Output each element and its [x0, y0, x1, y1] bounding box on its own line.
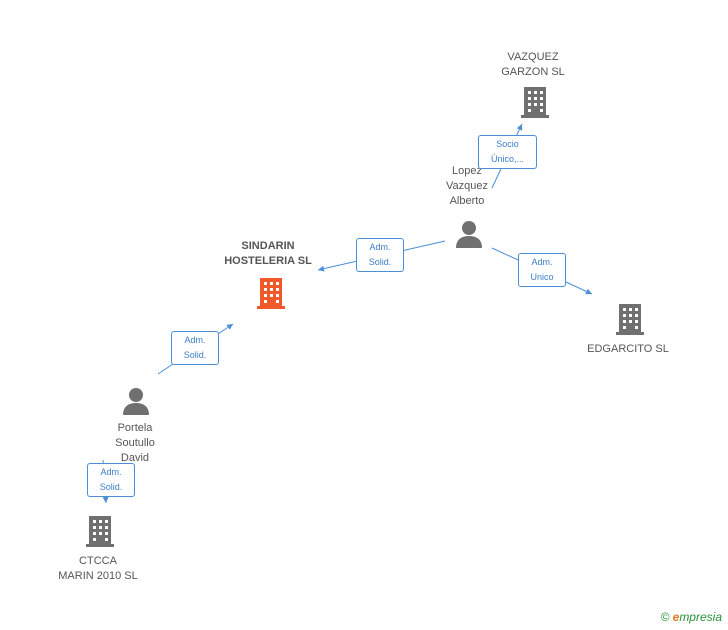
copyright-symbol: © [660, 610, 670, 624]
relation-label-lopez-edgarcito[interactable]: Adm. Unico [518, 253, 566, 287]
node-label-vazquez[interactable]: VAZQUEZ GARZON SL [501, 51, 565, 78]
node-label-portela[interactable]: Portela Soutullo David [115, 422, 155, 464]
node-label-edgarcito[interactable]: EDGARCITO SL [587, 343, 669, 355]
brand-initial: e [672, 610, 680, 624]
company-building-icon[interactable] [614, 302, 646, 336]
company-building-icon[interactable] [519, 85, 551, 119]
person-icon[interactable] [454, 219, 484, 249]
relation-label-portela-sindarin[interactable]: Adm. Solid. [171, 331, 219, 365]
brand-logo[interactable]: ©empresia [661, 610, 722, 624]
brand-name: mpresia [679, 610, 722, 624]
company-building-icon[interactable] [84, 514, 116, 548]
person-icon[interactable] [121, 386, 151, 416]
relation-label-lopez-vazquez[interactable]: Socio Único,... [478, 135, 537, 169]
relation-label-portela-ctcca[interactable]: Adm. Solid. [87, 463, 135, 497]
node-label-ctcca[interactable]: CTCCA MARIN 2010 SL [58, 555, 138, 582]
main-company-building-icon[interactable] [255, 276, 287, 310]
node-label-lopez[interactable]: Lopez Vazquez Alberto [446, 165, 488, 207]
relation-label-lopez-sindarin[interactable]: Adm. Solid. [356, 238, 404, 272]
node-label-sindarin[interactable]: SINDARIN HOSTELERIA SL [224, 240, 312, 267]
